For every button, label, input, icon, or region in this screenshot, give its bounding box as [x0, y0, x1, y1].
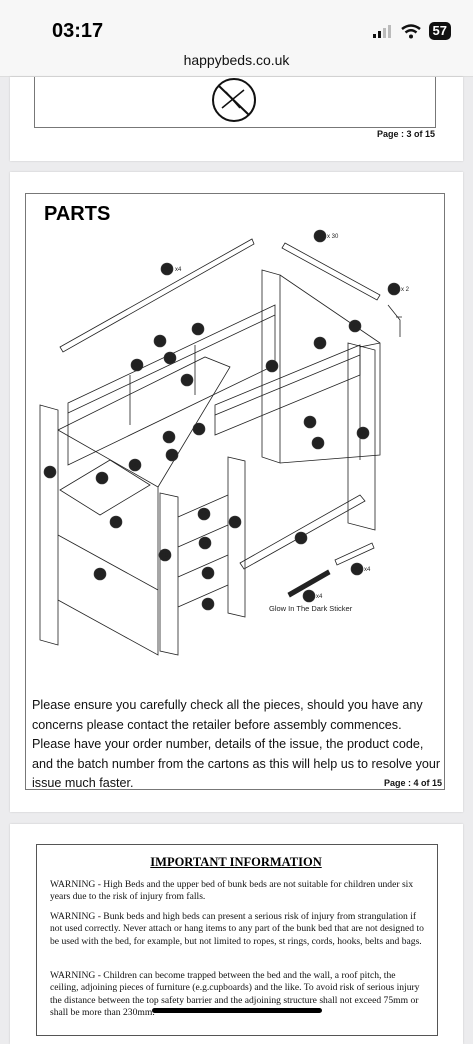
svg-text:08: 08 — [97, 572, 104, 578]
svg-text:24: 24 — [391, 287, 398, 293]
page-3-card: Page : 3 of 15 — [10, 77, 463, 161]
svg-text:x4: x4 — [316, 594, 323, 600]
svg-text:05: 05 — [167, 356, 174, 362]
svg-text:06: 06 — [195, 327, 202, 333]
important-information-title: IMPORTANT INFORMATION — [150, 855, 322, 869]
svg-text:18: 18 — [164, 267, 171, 273]
svg-text:22: 22 — [306, 594, 313, 600]
page-3-frame — [34, 77, 436, 128]
status-time: 03:17 — [52, 20, 104, 42]
url-text: happybeds.co.uk — [183, 52, 290, 68]
svg-text:03: 03 — [360, 431, 367, 437]
svg-text:x 2: x 2 — [401, 287, 410, 293]
parts-title: PARTS — [44, 203, 111, 225]
svg-text:05: 05 — [169, 453, 176, 459]
parts-paragraph-2: Please have your order number, details o… — [32, 737, 441, 790]
svg-text:20: 20 — [317, 234, 324, 240]
status-bar: 03:17 57 — [0, 0, 473, 48]
svg-text:16: 16 — [298, 536, 305, 542]
page-5-card — [10, 824, 463, 1044]
svg-text:06: 06 — [132, 463, 139, 469]
svg-text:06: 06 — [196, 427, 203, 433]
wifi-icon — [400, 23, 421, 38]
status-icons: 57 — [372, 22, 451, 40]
svg-text:x 30: x 30 — [327, 234, 339, 240]
svg-text:14: 14 — [201, 512, 208, 518]
svg-text:01: 01 — [317, 341, 324, 347]
warning-1: WARNING - High Beds and the upper bed of… — [50, 879, 414, 903]
parts-paragraph-1: Please ensure you carefully check all th… — [32, 698, 423, 732]
page-4-footer: Page : 4 of 15 — [383, 778, 442, 788]
svg-text:02: 02 — [269, 364, 276, 370]
svg-text:07: 07 — [157, 339, 164, 345]
page-3-footer: Page : 3 of 15 — [376, 129, 435, 139]
address-bar[interactable]: happybeds.co.uk — [0, 48, 473, 77]
svg-text:08: 08 — [99, 476, 106, 482]
svg-text:07: 07 — [166, 435, 173, 441]
svg-text:21: 21 — [352, 324, 359, 330]
svg-text:04: 04 — [184, 378, 191, 384]
svg-text:01: 01 — [315, 441, 322, 447]
battery-indicator: 57 — [428, 22, 451, 40]
svg-text:15: 15 — [232, 520, 239, 526]
warning-3: WARNING - Children can become trapped be… — [50, 970, 420, 1019]
sticker-label: Glow In The Dark Sticker — [269, 604, 353, 613]
parts-instructions: Please ensure you carefully check all th… — [32, 696, 442, 794]
svg-text:09: 09 — [47, 470, 54, 476]
page-4-card — [10, 172, 463, 812]
svg-text:13: 13 — [202, 541, 209, 547]
warning-2: WARNING - Bunk beds and high beds can pr… — [50, 911, 424, 947]
svg-text:x4: x4 — [175, 267, 182, 273]
svg-text:x4: x4 — [364, 567, 371, 573]
no-tools-icon — [212, 78, 256, 122]
home-indicator[interactable] — [152, 1008, 322, 1013]
svg-text:10: 10 — [162, 553, 169, 559]
svg-text:04: 04 — [113, 520, 120, 526]
svg-text:12: 12 — [205, 571, 212, 577]
page-4-frame — [25, 193, 445, 790]
svg-text:17: 17 — [307, 420, 314, 426]
svg-text:23: 23 — [354, 567, 361, 573]
svg-text:06: 06 — [134, 363, 141, 369]
svg-text:11: 11 — [205, 602, 212, 608]
signal-icon — [372, 25, 391, 38]
